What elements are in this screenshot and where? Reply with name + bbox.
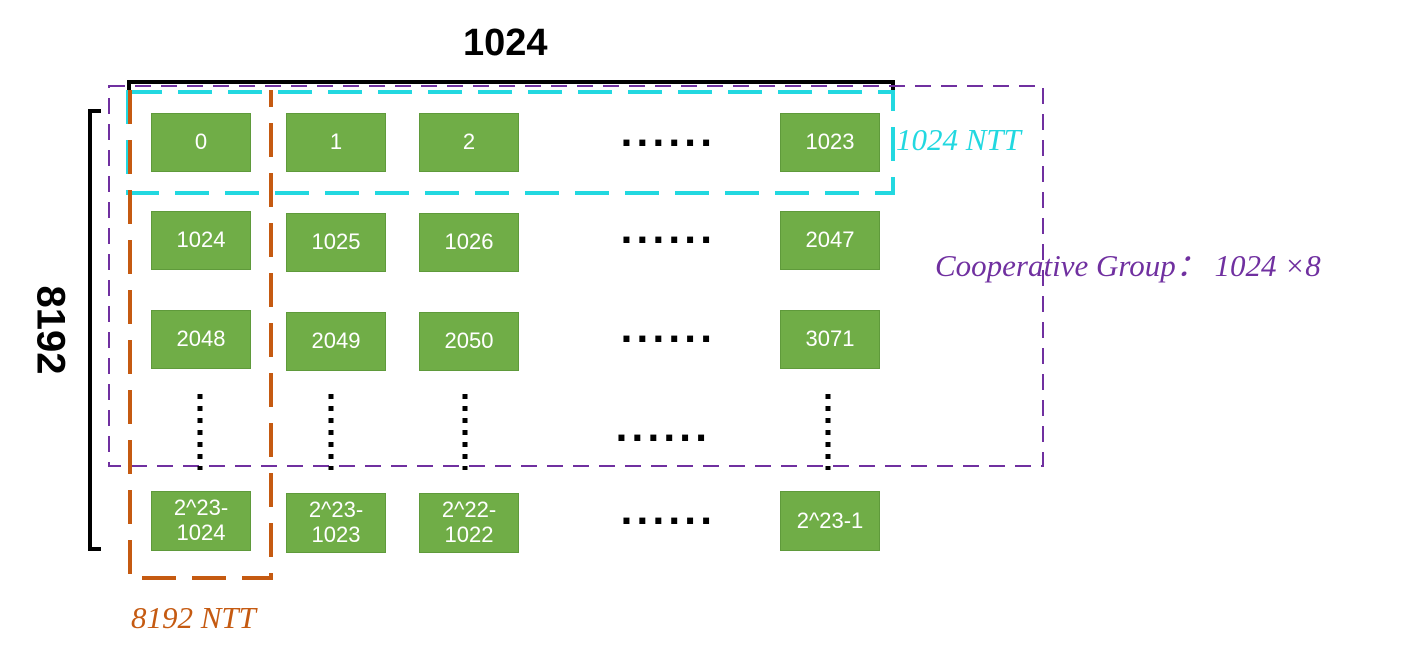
row-1-ellipsis: ...... <box>620 212 716 252</box>
cooperative-group-label: Cooperative Group： 1024 ×8 <box>935 248 1321 283</box>
cell-1023: 1023 <box>780 113 880 172</box>
middle-ellipsis: ...... <box>615 410 711 450</box>
row-2-ellipsis: ...... <box>620 311 716 351</box>
cell-3071: 3071 <box>780 310 880 369</box>
cell-last-col-1: 2^23- 1023 <box>286 493 386 553</box>
cell-2048: 2048 <box>151 310 251 369</box>
row-ntt-label: 1024 NTT <box>896 122 1021 157</box>
cell-1025: 1025 <box>286 213 386 272</box>
cell-0: 0 <box>151 113 251 172</box>
column-ntt-box <box>128 90 273 580</box>
cell-last-col-0: 2^23- 1024 <box>151 491 251 551</box>
cell-1: 1 <box>286 113 386 172</box>
cell-2050: 2050 <box>419 312 519 371</box>
cell-2: 2 <box>419 113 519 172</box>
cell-2049: 2049 <box>286 312 386 371</box>
cooperative-group-box <box>108 85 1044 467</box>
cell-last-col-3: 2^23-1 <box>780 491 880 551</box>
width-bracket <box>127 80 895 95</box>
vertical-ellipsis-group <box>197 394 831 470</box>
row-0-ellipsis: ...... <box>620 115 716 155</box>
height-bracket <box>88 109 101 551</box>
cell-1024: 1024 <box>151 211 251 270</box>
last-row-ellipsis: ...... <box>620 493 716 533</box>
height-label: 8192 <box>28 285 73 375</box>
column-ntt-label: 8192 NTT <box>131 600 256 635</box>
cell-last-col-2: 2^22- 1022 <box>419 493 519 553</box>
cell-1026: 1026 <box>419 213 519 272</box>
cell-2047: 2047 <box>780 211 880 270</box>
width-label: 1024 <box>463 22 548 64</box>
